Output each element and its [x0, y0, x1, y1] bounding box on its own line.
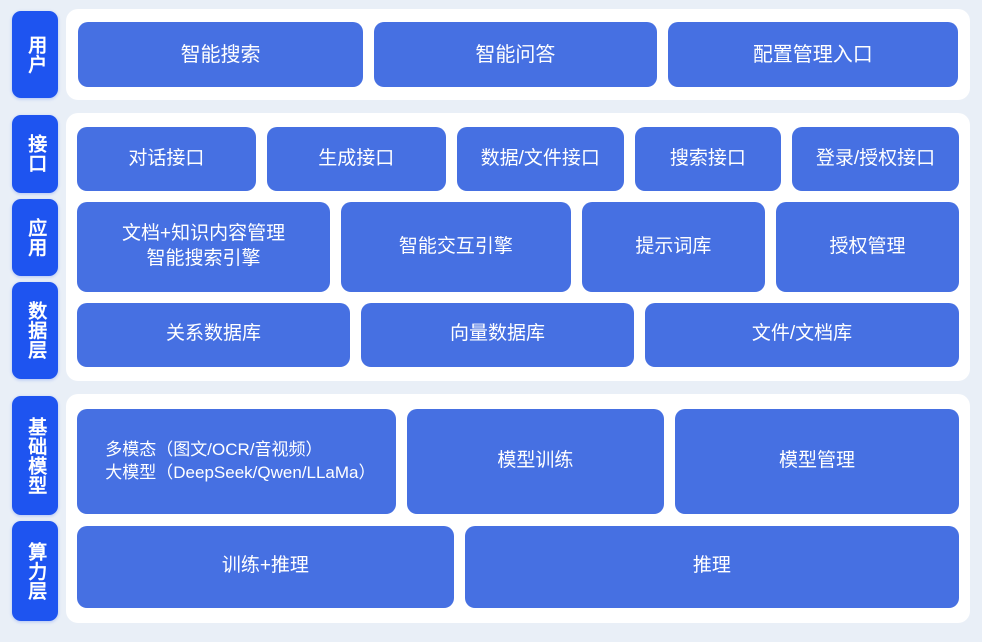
user-band: 用户 智能搜索 智能问答 配置管理入口 [12, 9, 970, 100]
middle-band-panel: 对话接口 生成接口 数据/文件接口 搜索接口 登录/授权接口 文档+知识内容管理… [66, 113, 970, 381]
card-multimodal-large-model[interactable]: 多模态（图文/OCR/音视频） 大模型（DeepSeek/Qwen/LLaMa） [77, 409, 396, 514]
application-row: 文档+知识内容管理 智能搜索引擎 智能交互引擎 提示词库 授权管理 [77, 202, 959, 292]
layer-tab-data[interactable]: 数据层 [12, 282, 58, 379]
card-data-file-interface[interactable]: 数据/文件接口 [456, 127, 624, 192]
card-config-management-entry[interactable]: 配置管理入口 [667, 22, 958, 87]
card-login-auth-interface[interactable]: 登录/授权接口 [792, 127, 960, 192]
compute-row: 训练+推理 推理 [77, 525, 959, 608]
layer-tab-base-model[interactable]: 基础模型 [12, 396, 58, 516]
card-generation-interface[interactable]: 生成接口 [266, 127, 446, 192]
layer-tab-application[interactable]: 应用 [12, 198, 58, 276]
layer-tab-compute[interactable]: 算力层 [12, 521, 58, 621]
card-vector-database[interactable]: 向量数据库 [360, 302, 634, 367]
card-document-knowledge-management[interactable]: 文档+知识内容管理 智能搜索引擎 [77, 202, 331, 292]
card-intelligent-interaction-engine[interactable]: 智能交互引擎 [341, 202, 571, 292]
card-prompt-library[interactable]: 提示词库 [581, 202, 765, 292]
interface-row: 对话接口 生成接口 数据/文件接口 搜索接口 登录/授权接口 [77, 127, 960, 192]
data-row: 关系数据库 向量数据库 文件/文档库 [77, 302, 960, 367]
card-relational-database[interactable]: 关系数据库 [77, 302, 350, 367]
card-model-management[interactable]: 模型管理 [675, 409, 959, 514]
user-entry-row: 智能搜索 智能问答 配置管理入口 [78, 22, 958, 87]
layer-tab-interface[interactable]: 接口 [12, 115, 58, 193]
card-intelligent-search[interactable]: 智能搜索 [78, 22, 364, 87]
card-dialog-interface[interactable]: 对话接口 [77, 127, 256, 192]
user-band-tab-column: 用户 [12, 9, 58, 100]
card-inference[interactable]: 推理 [464, 525, 959, 608]
card-intelligent-qa[interactable]: 智能问答 [374, 22, 657, 87]
base-band: 基础模型 算力层 多模态（图文/OCR/音视频） 大模型（DeepSeek/Qw… [12, 394, 970, 623]
layer-tab-user[interactable]: 用户 [12, 11, 58, 98]
base-band-tab-column: 基础模型 算力层 [12, 394, 58, 623]
card-file-document-store[interactable]: 文件/文档库 [644, 302, 960, 367]
user-band-panel: 智能搜索 智能问答 配置管理入口 [66, 9, 970, 100]
card-search-interface[interactable]: 搜索接口 [634, 127, 782, 192]
model-row: 多模态（图文/OCR/音视频） 大模型（DeepSeek/Qwen/LLaMa）… [77, 409, 959, 514]
card-training-and-inference[interactable]: 训练+推理 [77, 525, 454, 608]
card-model-training[interactable]: 模型训练 [406, 409, 664, 514]
card-authorization-management[interactable]: 授权管理 [775, 202, 959, 292]
middle-band: 接口 应用 数据层 对话接口 生成接口 数据/文件接口 搜索接口 登录/授权接口… [12, 113, 970, 381]
base-band-panel: 多模态（图文/OCR/音视频） 大模型（DeepSeek/Qwen/LLaMa）… [66, 394, 970, 623]
middle-band-tab-column: 接口 应用 数据层 [12, 113, 58, 381]
